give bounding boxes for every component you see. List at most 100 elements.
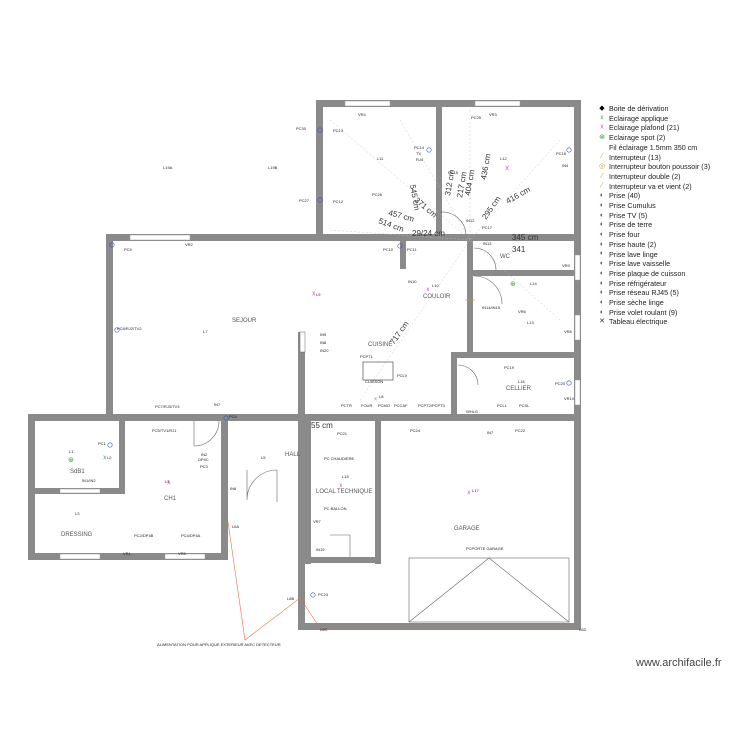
tag-l17: L17 [472, 488, 479, 493]
dim-436: 436 cm [479, 153, 492, 181]
legend-item: Fil éclairage 1.5mm 350 cm [598, 143, 748, 153]
legend-item: ⁄Interrupteur (13) [598, 153, 748, 163]
tag-l10: L10 [432, 283, 439, 288]
two-way-switch-icon: ⁄ [601, 182, 603, 190]
tv-outlet-icon: ◐ [599, 211, 605, 219]
watermark: www.archifacile.fr [636, 657, 722, 669]
room-sejour: SEJOUR [232, 318, 257, 324]
tag-in8: IN8 [320, 340, 327, 345]
tag-l7: L7 [203, 329, 208, 334]
legend-label: Prise plaque de cuisson [609, 268, 686, 278]
ceiling-light-icon: ☓ [167, 480, 171, 487]
tag-pc3: PC3 [200, 464, 209, 469]
fridge-outlet-icon: ◐ [599, 279, 605, 287]
room-dressing: DRESSING [61, 532, 93, 538]
walls [28, 100, 581, 630]
tag-cuisson: CUISSON [365, 379, 383, 384]
room-cellier: CELLIER [506, 386, 532, 392]
electrical-symbols: ☓ ☓ ☓ ☓ ☓ ☓ ⊛ ⊛ ☓ ☓ [68, 127, 572, 598]
tag-pclv: PCLV [397, 373, 407, 378]
oven-outlet-icon: ◐ [599, 230, 605, 238]
tag-pcpt2: PCPT2/PCPT3 [418, 403, 446, 408]
ceiling-light-icon: ☓ [312, 291, 316, 298]
tag-vr4: VR4 [358, 112, 367, 117]
tag-in2: IN2 [201, 452, 208, 457]
tag-in13: IN13 [483, 241, 492, 246]
legend-label: Eclairage plafond (21) [609, 123, 680, 133]
network-outlet-icon: ◐ [599, 289, 605, 297]
legend-item: ◐ Prise TV (5) [598, 211, 748, 221]
legend-label: Interrupteur double (2) [609, 171, 681, 181]
tag-l12: L12 [500, 156, 507, 161]
legend-item: ◐Prise Cumulus [598, 201, 748, 211]
wall-light-icon: ☓ [374, 397, 377, 403]
tag-whlg: WHLG [466, 409, 478, 414]
dim-717: 717 cm [388, 319, 411, 346]
tag-vr8: VR8 [564, 329, 573, 334]
wall-light-icon: ☓ [103, 455, 107, 462]
tag-pc14: PC14 [414, 145, 425, 150]
dimension-labels: 345 cm 404 cm 436 cm 416 cm 371 cm 457 c… [311, 153, 539, 430]
tag-pc17: PC17 [482, 225, 493, 230]
tag-pc10: PC10 [383, 247, 394, 252]
room-hall: HALL [285, 452, 301, 458]
legend-item: ◎Interrupteur bouton poussoir (3) [598, 162, 748, 172]
tag-in10: IN10 [408, 279, 417, 284]
legend-label: Prise réseau RJ45 (5) [609, 288, 679, 298]
tag-l6a: L6A [232, 524, 239, 529]
tag-pc16: PC16 [556, 151, 567, 156]
legend-label: Prise (40) [609, 191, 641, 201]
legend-label: Interrupteur bouton poussoir (3) [609, 162, 711, 172]
tag-pc4dp: PC4/DP4A [181, 533, 201, 538]
ceiling-light-icon: ☓ [467, 490, 471, 497]
legend-item: ◐ Prise sèche linge [598, 298, 748, 308]
tag-pc26: PC26 [372, 192, 383, 197]
tag-l8: L8 [379, 394, 384, 399]
legend-item: ◐Prise lave linge [598, 250, 748, 260]
room-cuisine: CUISINE [368, 342, 392, 348]
legend-label: Prise TV (5) [609, 210, 648, 220]
tag-vr9: VR9 [562, 263, 571, 268]
tag-pcsl: PCSL [519, 403, 530, 408]
dim-545: 545 cm [408, 184, 421, 212]
tag-in7: IN7 [487, 430, 494, 435]
tag-in9: IN9 [320, 332, 327, 337]
tag-pccaf: PCCAF [394, 403, 408, 408]
cooktop-outlet-icon: ◐ [599, 269, 605, 277]
derivation-box-icon: ◆ [599, 104, 605, 112]
tag-l16: L16 [518, 379, 525, 384]
tag-pc15: PC15 [448, 170, 459, 175]
tag-pcporte: PCPORTE GARAGE [466, 546, 504, 551]
tag-pc22: PC22 [515, 428, 526, 433]
cooktop-symbol [362, 361, 394, 381]
tag-pc24: PC24 [410, 428, 421, 433]
dim-55: 55 cm [311, 421, 333, 430]
room-local-technique: LOCAL TECHNIQUE [316, 489, 372, 495]
tag-in6: IN6 [230, 486, 237, 491]
electrical-panel-icon: ✕ [599, 318, 605, 326]
tag-in14: IN14/IN15 [482, 305, 501, 310]
legend-label: Prise de terre [609, 220, 653, 230]
tag-pc12: PC12 [333, 199, 344, 204]
spot-light-icon: ⊛ [68, 457, 74, 464]
legend-label: Prise haute (2) [609, 239, 657, 249]
tag-vr5: VR5 [178, 551, 187, 556]
dimension-lines [329, 110, 561, 401]
legend-item: ◐Prise volet roulant (9) [598, 308, 748, 318]
room-wc: WC [500, 254, 511, 260]
tag-in4: IN4 [562, 163, 569, 168]
tag-vr6: VR6 [518, 309, 527, 314]
tag-l6d: L6D [579, 627, 586, 632]
legend-item: ⁄Interrupteur double (2) [598, 172, 748, 182]
tag-pc8: PC8/RJ2/TV2 [117, 326, 142, 331]
legend-label: Prise réfrigérateur [609, 278, 667, 288]
tag-l19b: L19B [268, 165, 278, 170]
tag-l11: L11 [377, 156, 384, 161]
room-sdb1: SdB1 [70, 469, 85, 475]
legend-label: Prise sèche linge [609, 298, 664, 308]
dryer-outlet-icon: ◐ [599, 298, 605, 306]
ground-outlet-icon: ◐ [599, 221, 605, 229]
legend-label: Interrupteur va et vient (2) [609, 181, 692, 191]
ceiling-light-icon: ☓ [426, 287, 430, 294]
